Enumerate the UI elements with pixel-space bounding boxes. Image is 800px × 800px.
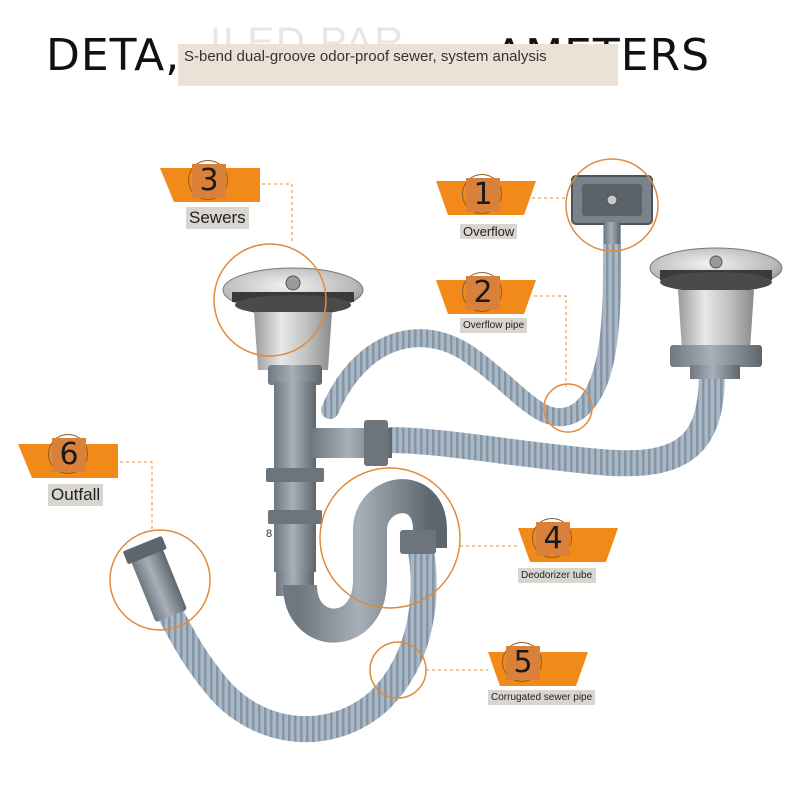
callout-number-5: 5 <box>506 646 540 680</box>
title-left: DETA, <box>46 30 181 81</box>
overflow-hose <box>321 216 622 427</box>
callout-ring-2 <box>462 272 502 312</box>
sewer-hose <box>155 532 437 743</box>
callout-label-overflow-pipe: Overflow pipe <box>460 318 528 333</box>
circle-outfall <box>109 529 211 631</box>
callout-number-4: 4 <box>536 522 570 556</box>
callout-number-6: 6 <box>52 438 86 472</box>
callout-label-deodorizer: Deodorizer tube <box>518 568 596 583</box>
circle-deodorizer <box>319 467 461 609</box>
callout-number-3: 3 <box>192 164 226 198</box>
outfall-nozzle <box>123 536 187 622</box>
callout-label-sewers: Sewers <box>186 207 249 229</box>
circle-sewers <box>213 243 327 357</box>
left-sink-strainer <box>222 267 364 385</box>
right-sink-strainer <box>649 247 783 379</box>
subtitle: S-bend dual-groove odor-proof sewer, sys… <box>184 48 547 65</box>
circle-overflow <box>565 158 659 252</box>
callout-label-overflow: Overflow <box>460 224 518 239</box>
callout-ring-4 <box>532 518 572 558</box>
callout-ring-6 <box>48 434 88 474</box>
callout-label-outfall: Outfall <box>48 484 104 506</box>
right-drain-hose <box>377 357 725 477</box>
callout-number-1: 1 <box>466 178 500 212</box>
marker-eight: 8 <box>266 528 273 540</box>
callout-ring-5 <box>502 642 542 682</box>
s-trap <box>283 479 447 643</box>
callout-label-corrugated: Corrugated sewer pipe <box>488 690 596 705</box>
callout-ring-3 <box>188 160 228 200</box>
circle-overflow-pipe <box>543 383 593 433</box>
callout-number-2: 2 <box>466 276 500 310</box>
callout-ring-1 <box>462 174 502 214</box>
subtitle-box <box>178 44 618 86</box>
